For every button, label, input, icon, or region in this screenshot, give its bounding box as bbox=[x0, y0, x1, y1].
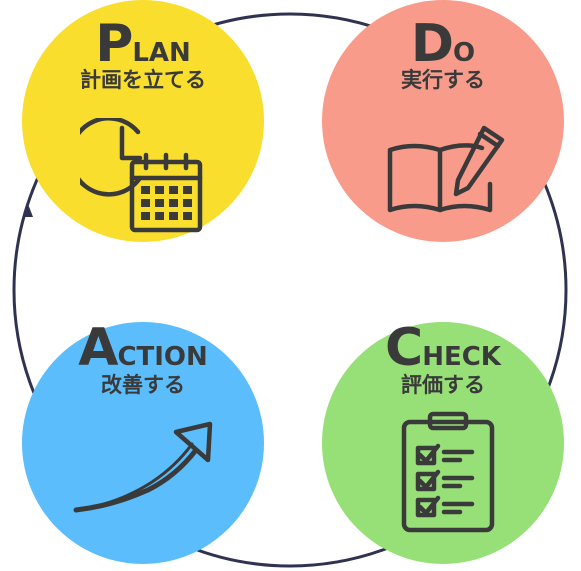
do-initial: D bbox=[410, 14, 454, 74]
do-circle: DO 実行する bbox=[322, 0, 564, 242]
action-circle: ACTION 改善する bbox=[22, 322, 264, 564]
plan-circle: PLAN 計画を立てる bbox=[22, 0, 264, 242]
check-title-rest: HECK bbox=[422, 342, 501, 372]
book-pencil-icon bbox=[387, 125, 505, 213]
check-label: 評価する bbox=[401, 373, 485, 397]
plan-initial: P bbox=[95, 14, 133, 74]
cycle-arrowhead-icon bbox=[23, 204, 33, 217]
plan-label: 計画を立てる bbox=[80, 68, 206, 92]
check-initial: C bbox=[385, 318, 423, 378]
cycle-ring-line bbox=[12, 12, 568, 568]
do-title-rest: O bbox=[453, 38, 476, 68]
do-label: 実行する bbox=[401, 68, 485, 92]
clipboard-checklist-icon bbox=[401, 411, 495, 533]
plan-title: PLAN bbox=[22, 18, 264, 70]
plan-title-rest: LAN bbox=[132, 38, 191, 68]
action-title-rest: CTION bbox=[117, 342, 208, 372]
check-circle: CHECK 評価する bbox=[322, 322, 564, 564]
rising-arrow-icon bbox=[73, 421, 213, 513]
do-title: DO bbox=[322, 18, 564, 70]
clock-calendar-icon bbox=[80, 118, 203, 233]
action-title: ACTION bbox=[22, 322, 264, 374]
action-initial: A bbox=[78, 318, 118, 378]
action-label: 改善する bbox=[101, 373, 185, 397]
check-title: CHECK bbox=[322, 322, 564, 374]
